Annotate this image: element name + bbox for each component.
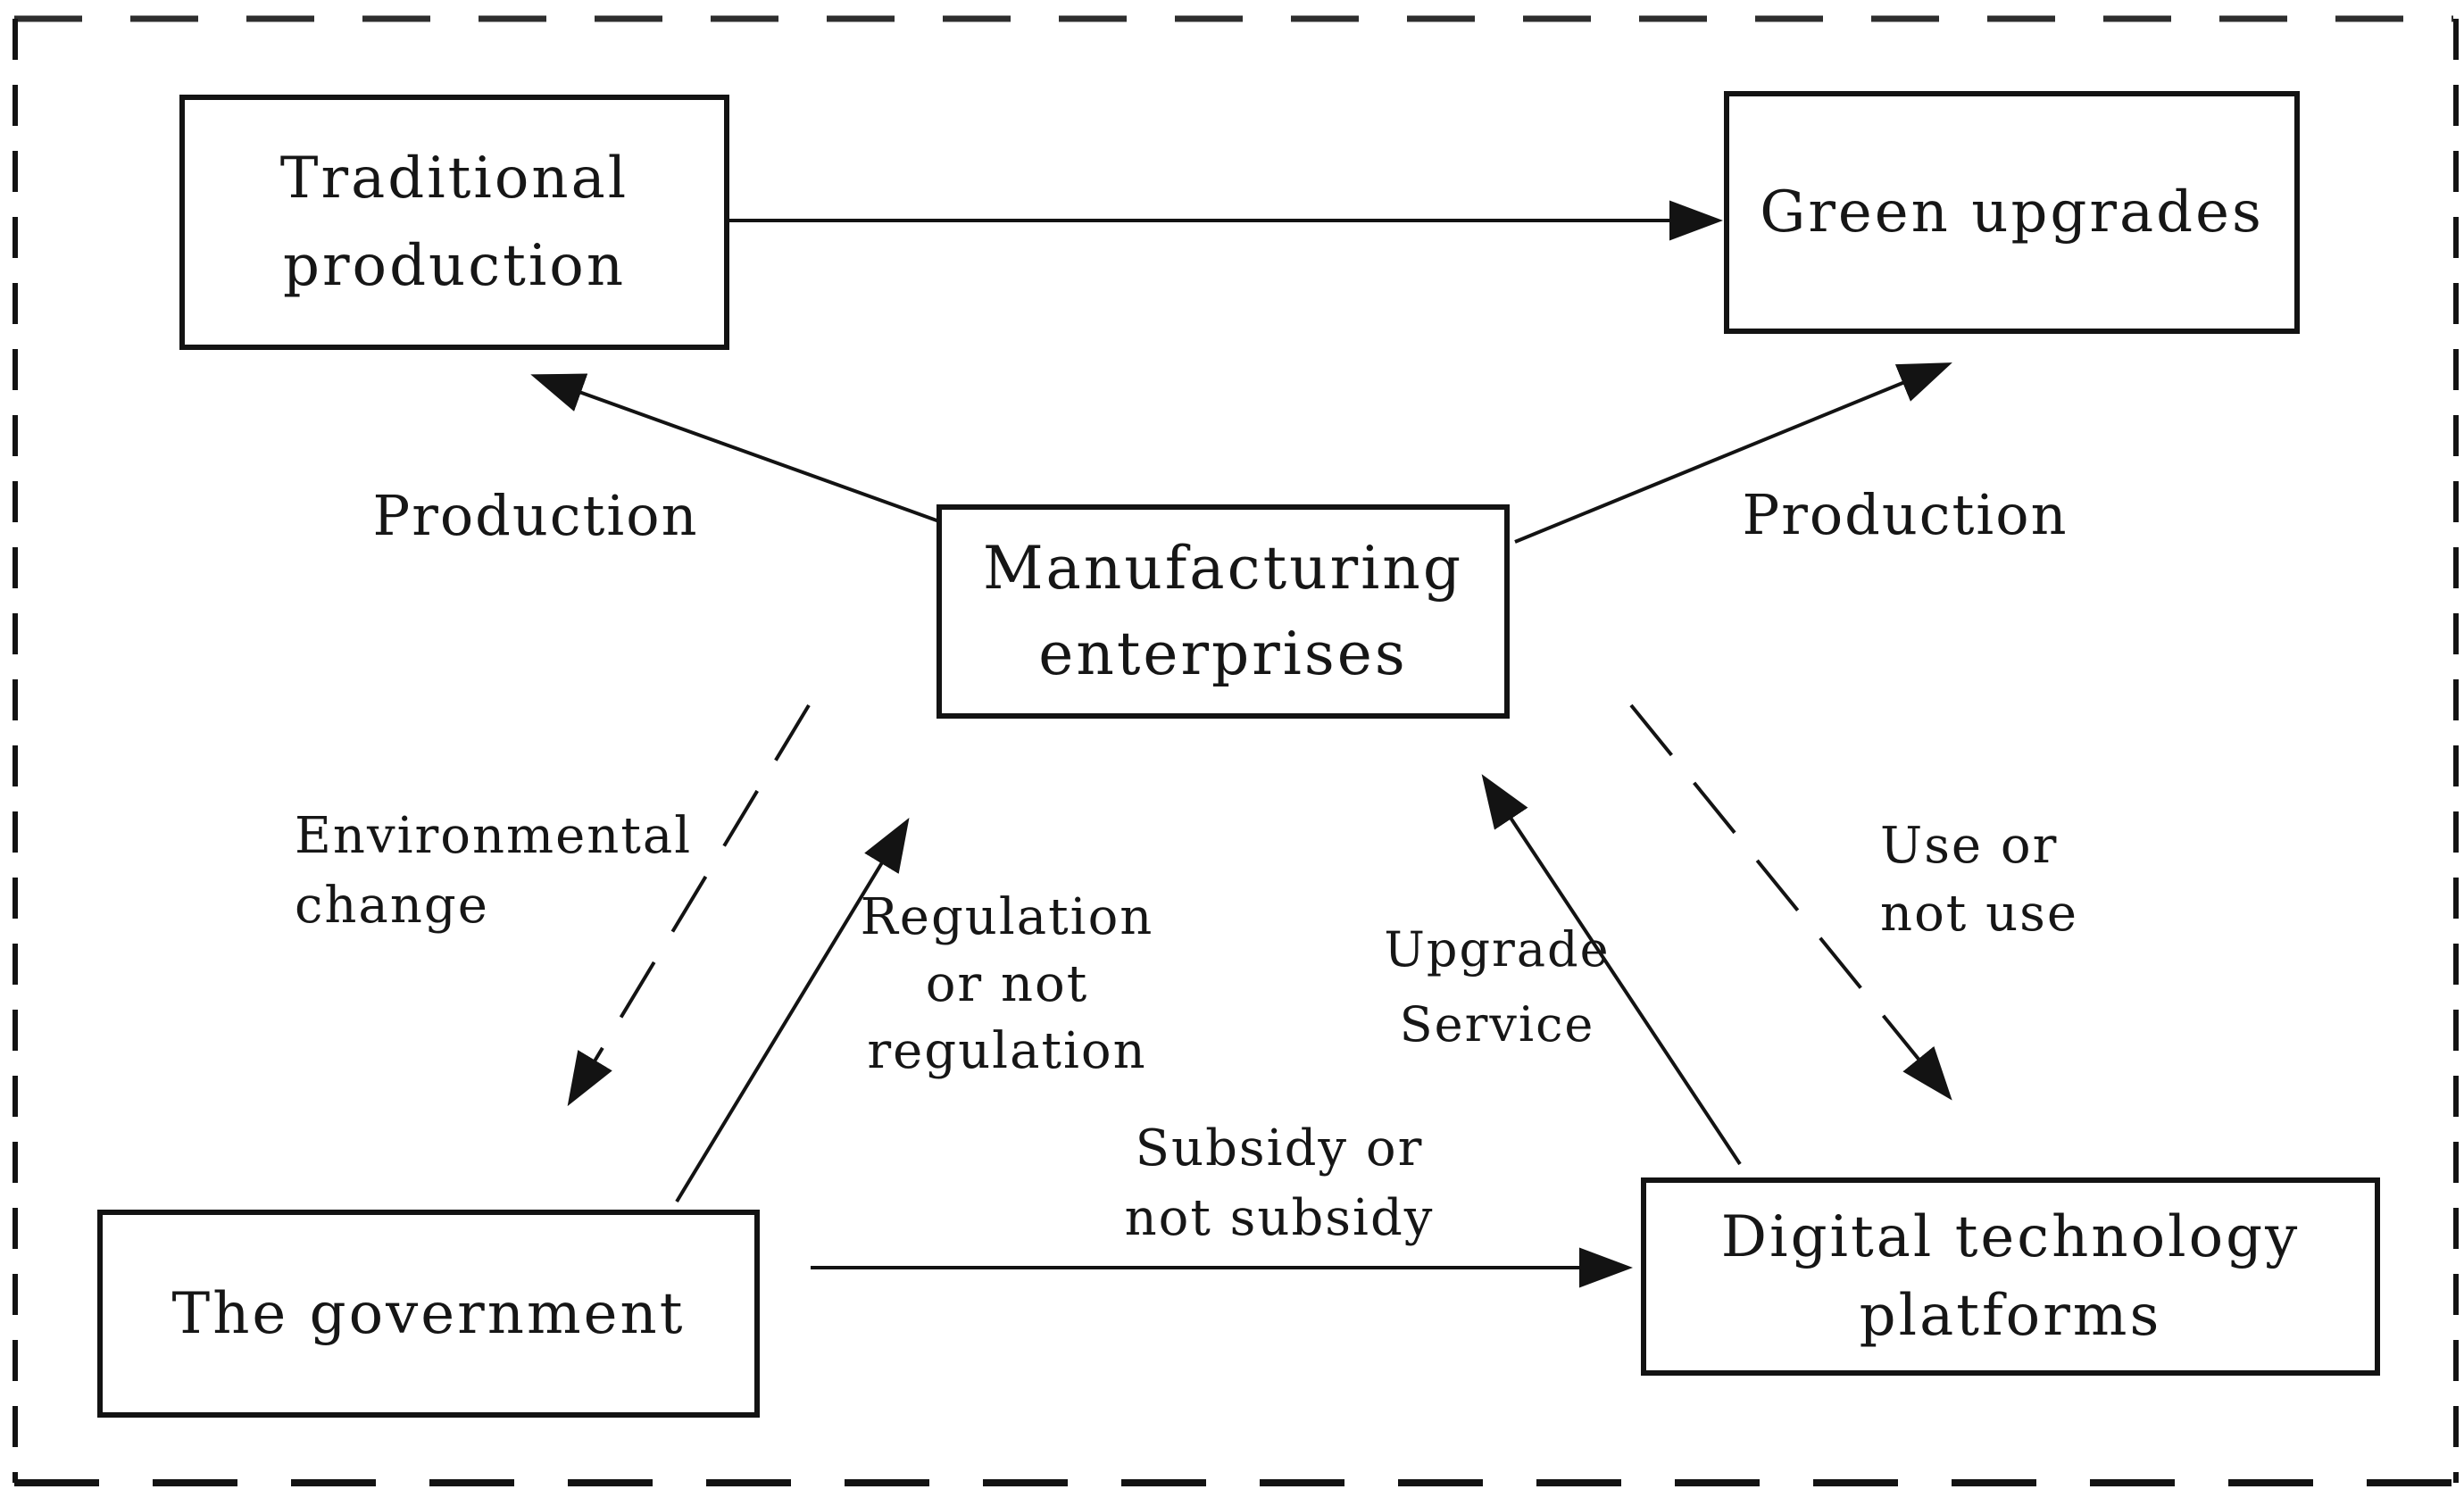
label-production-left: Production [372,483,699,548]
box-manufacturing-enterprises: Manufacturing enterprises [936,504,1510,719]
box-traditional-production: Traditional production [179,95,729,350]
label-upgrade-service: Upgrade Service [1384,921,1611,1053]
box-the-government: The government [97,1210,760,1418]
arrow-manufacturing-to-government-dashed [567,703,811,1107]
label-subsidy-or-not: Subsidy or not subsidy [1124,1119,1435,1247]
arrow-manufacturing-to-traditional [530,373,940,523]
arrow-digital-to-manufacturing [1481,774,1742,1166]
arrow-manufacturing-to-digital-dashed [1629,703,1952,1101]
label-regulation-or-not: Regulation or not regulation [860,888,1154,1080]
box-digital-technology-platforms: Digital technology platforms [1641,1177,2380,1376]
label-environmental-change: Environmental change [295,807,693,935]
label-use-or-not-use: Use or not use [1880,817,2079,943]
box-green-upgrades: Green upgrades [1724,91,2300,334]
arrow-manufacturing-to-green [1514,362,1952,544]
label-production-right: Production [1742,482,2069,547]
arrow-government-to-manufacturing [675,817,910,1203]
